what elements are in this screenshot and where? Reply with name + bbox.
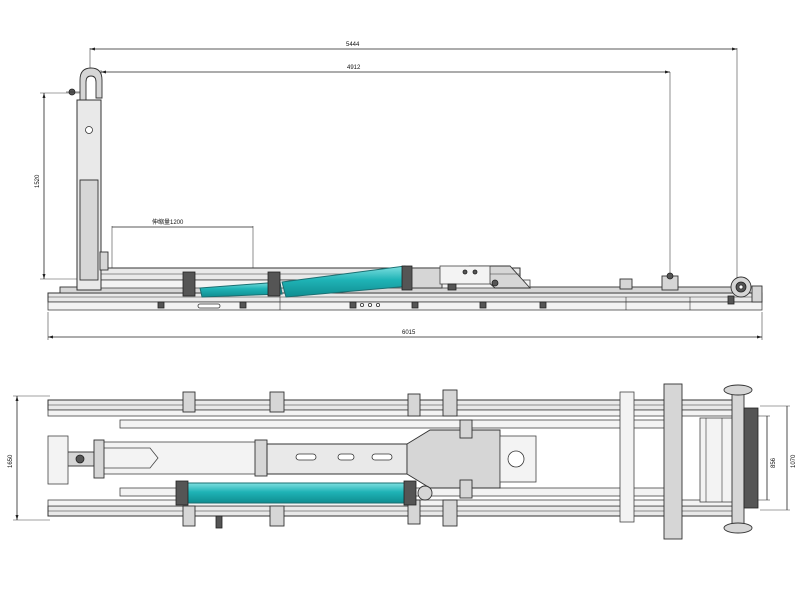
dim-6015: 6015 (47, 312, 763, 340)
dim-856: 856 (758, 415, 777, 501)
dim-1520: 1520 (35, 92, 80, 280)
plan-crossmembers (182, 383, 741, 540)
side-rear (619, 272, 763, 305)
dim-856-label: 856 (771, 457, 777, 468)
dim-6015-label: 6015 (402, 330, 416, 336)
side-pivot (411, 265, 499, 291)
dim-1650-label: 1650 (8, 454, 14, 468)
plan-hook-head (47, 435, 105, 485)
hook-icon (79, 67, 103, 101)
dim-5444: 5444 (89, 42, 738, 286)
plan-cylinder (175, 480, 433, 506)
dim-4912: 4912 (100, 65, 671, 278)
dim-1650: 1650 (8, 395, 50, 521)
dim-1070: 1070 (760, 405, 797, 511)
dim-1070-label: 1070 (791, 454, 797, 468)
side-hook-mast (66, 67, 109, 291)
side-view: 5444 4912 1520 伸缩量1200 (35, 42, 763, 340)
dim-4912-label: 4912 (347, 65, 361, 71)
dim-stroke-label: 伸缩量1200 (152, 218, 184, 226)
dim-stroke: 伸缩量1200 (111, 218, 254, 268)
plan-view: 1650 856 1070 (8, 383, 797, 540)
plan-main-arm (99, 419, 537, 499)
side-cylinders (182, 265, 413, 298)
dim-1520-label: 1520 (35, 174, 41, 188)
side-subframe (47, 286, 763, 311)
dim-5444-label: 5444 (346, 42, 360, 48)
plan-rear-roller (723, 384, 759, 534)
